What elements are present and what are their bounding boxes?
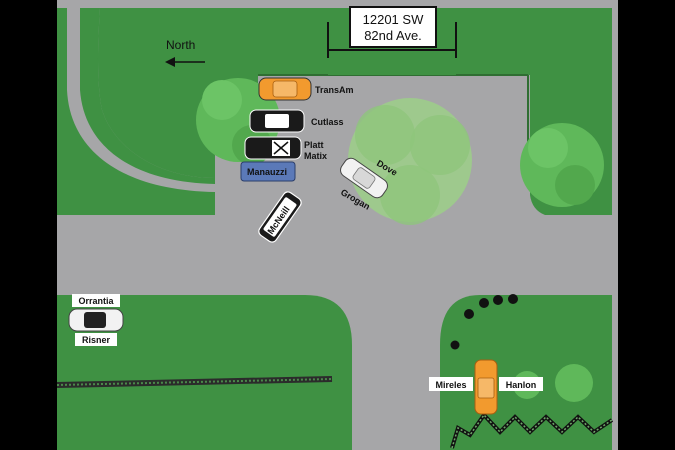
vehicle-transam (258, 77, 312, 101)
bush-bottom-right-2 (555, 364, 593, 402)
vehicle-manauzzi (240, 161, 296, 182)
vehicle-orrantia-risner (68, 308, 124, 332)
vehicle-label-transam: TransAm (315, 85, 354, 95)
grass-curve-strip (80, 8, 215, 184)
label-box-risner (75, 333, 117, 346)
hedge-dots (450, 294, 518, 350)
fence-line-dash (56, 378, 333, 386)
vehicle-dove-grogan (340, 157, 388, 199)
tree-right (520, 123, 604, 207)
curve-road-left (67, 8, 215, 192)
vehicle-label-platt-matix-line1: Platt (304, 140, 324, 150)
grass-bottom-left (57, 295, 352, 450)
left-black-border (0, 0, 57, 450)
address-sign (349, 6, 437, 48)
vehicle-label-orrantia: Orrantia (78, 296, 114, 306)
vehicle-mireles-hanlon (474, 359, 498, 415)
label-box-hanlon (499, 377, 543, 391)
vehicle-label-manauzzi: Manauzzi (247, 167, 287, 177)
vehicle-platt-matix (244, 136, 302, 160)
address-sign-line1: 12201 SW (363, 12, 424, 27)
vehicle-label-risner: Risner (82, 335, 111, 345)
vehicle-mcneill (258, 191, 302, 243)
label-box-mireles (429, 377, 473, 391)
vehicle-label-hanlon: Hanlon (506, 380, 537, 390)
north-label: North (166, 38, 195, 52)
vehicle-label-platt-matix-line2: Matix (304, 151, 327, 161)
vehicle-label-cutlass: Cutlass (311, 117, 344, 127)
zigzag-wall-inner (451, 413, 613, 449)
vehicle-label-mireles: Mireles (435, 380, 466, 390)
right-black-border (618, 0, 675, 450)
grass-top (98, 8, 612, 215)
vehicle-cutlass (249, 109, 305, 133)
label-box-orrantia (72, 294, 120, 307)
address-sign-line2: 82nd Ave. (364, 28, 422, 43)
north-arrow-icon (165, 57, 205, 67)
